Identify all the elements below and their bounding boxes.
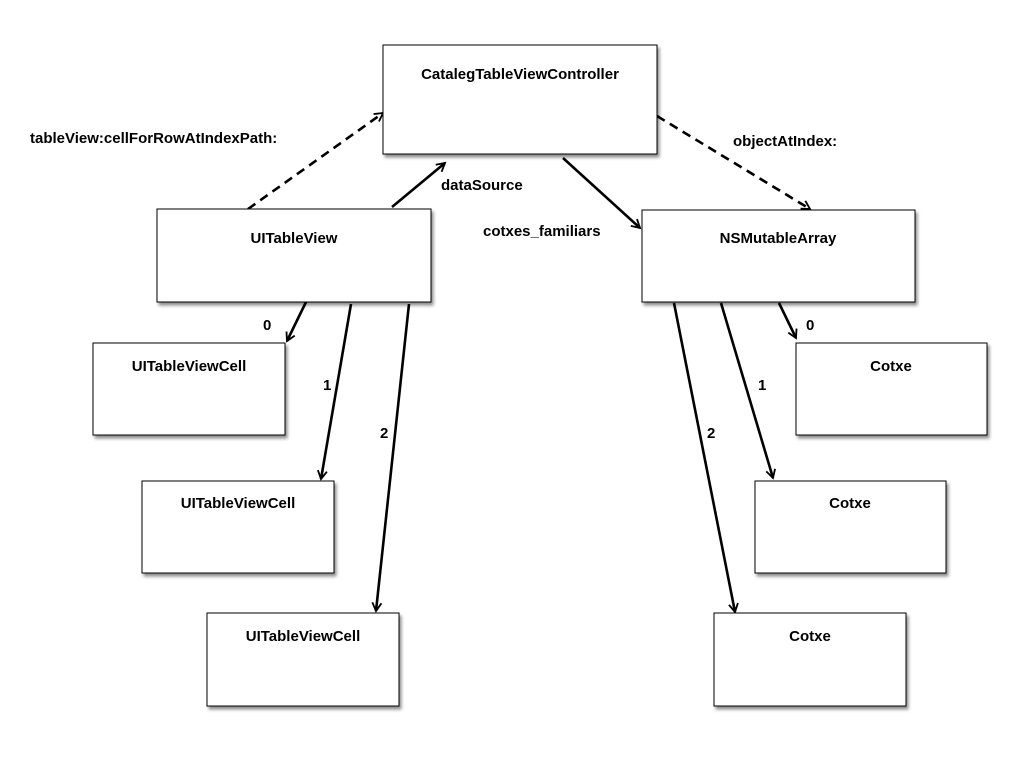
node-controller: CatalegTableViewController	[382, 44, 658, 155]
node-array: NSMutableArray	[641, 209, 916, 303]
edge-table-cell-1	[321, 303, 353, 479]
label-array-index-0: 0	[806, 317, 814, 334]
node-table-view: UITableView	[156, 208, 432, 303]
label-table-index-2: 2	[380, 425, 388, 442]
edge-labels: tableView:cellForRowAtIndexPath: objectA…	[30, 130, 837, 442]
node-cell-2: UITableViewCell	[206, 612, 400, 707]
node-cotxe-1: Cotxe	[754, 480, 947, 574]
label-cell-for-row: tableView:cellForRowAtIndexPath:	[30, 130, 277, 147]
edge-controller-to-array	[656, 114, 810, 211]
edge-array-cotxe-1	[719, 302, 773, 478]
edge-tableview-to-controller	[247, 113, 383, 211]
label-array-index-2: 2	[707, 425, 715, 442]
node-cell-2-label: UITableViewCell	[246, 628, 361, 645]
edges	[247, 113, 810, 612]
label-data-source: dataSource	[441, 177, 523, 194]
node-table-view-label: UITableView	[251, 230, 338, 247]
edge-datasource	[391, 163, 445, 209]
edge-table-cell-2	[376, 303, 411, 611]
edge-cotxes-familiars	[562, 157, 640, 228]
label-table-index-0: 0	[263, 317, 271, 334]
node-cotxe-1-label: Cotxe	[829, 495, 871, 512]
node-cell-0-label: UITableViewCell	[132, 358, 247, 375]
node-array-label: NSMutableArray	[720, 230, 837, 247]
edge-table-cell-0	[287, 301, 308, 341]
node-cell-0: UITableViewCell	[92, 342, 286, 436]
label-cotxes-familiars: cotxes_familiars	[483, 223, 601, 240]
node-controller-label: CatalegTableViewController	[421, 66, 619, 83]
edge-array-cotxe-0	[777, 302, 796, 338]
label-array-index-1: 1	[758, 377, 766, 394]
node-cotxe-2: Cotxe	[713, 612, 907, 707]
node-cotxe-0: Cotxe	[795, 342, 988, 436]
label-object-at-index: objectAtIndex:	[733, 133, 837, 150]
node-cotxe-0-label: Cotxe	[870, 358, 912, 375]
edge-array-cotxe-2	[672, 302, 735, 612]
node-cotxe-2-label: Cotxe	[789, 628, 831, 645]
node-cell-1: UITableViewCell	[141, 480, 335, 574]
node-cell-1-label: UITableViewCell	[181, 495, 296, 512]
label-table-index-1: 1	[323, 377, 331, 394]
